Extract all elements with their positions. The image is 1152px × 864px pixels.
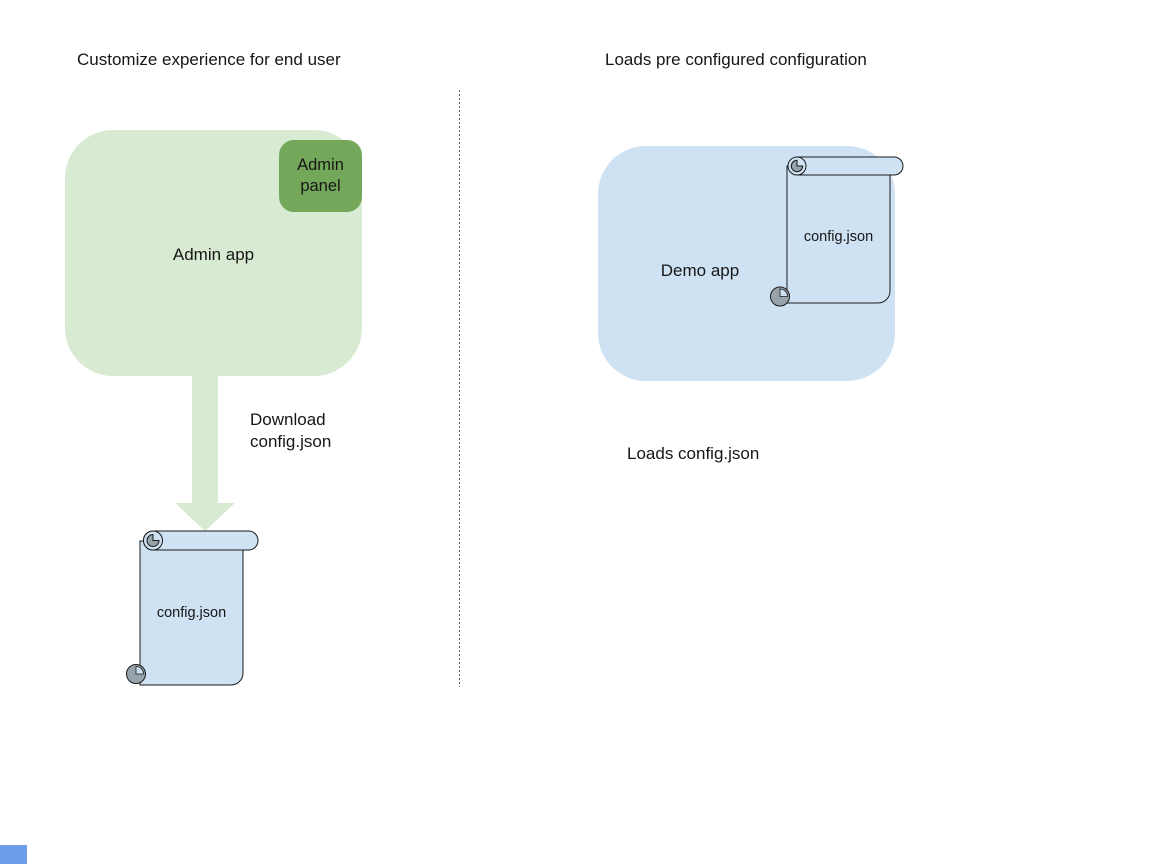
config-json-scroll-icon	[770, 156, 904, 307]
right-section-title: Loads pre configured configuration	[605, 50, 867, 69]
blue-square-artifact	[0, 845, 27, 864]
config-json-label: config.json	[156, 605, 227, 621]
config-json-label: config.json	[803, 229, 874, 245]
admin-panel-label: Admin panel	[297, 155, 344, 196]
demo-app-label: Demo app	[660, 261, 740, 280]
download-caption: Download config.json	[250, 410, 332, 451]
admin-panel-box: Admin panel	[279, 140, 362, 212]
loads-config-caption: Loads config.json	[627, 444, 760, 463]
download-arrow-icon	[175, 376, 235, 531]
left-section-title: Customize experience for end user	[77, 50, 341, 69]
admin-app-label: Admin app	[172, 245, 255, 264]
section-divider	[459, 90, 460, 687]
config-json-scroll-icon	[126, 530, 259, 686]
